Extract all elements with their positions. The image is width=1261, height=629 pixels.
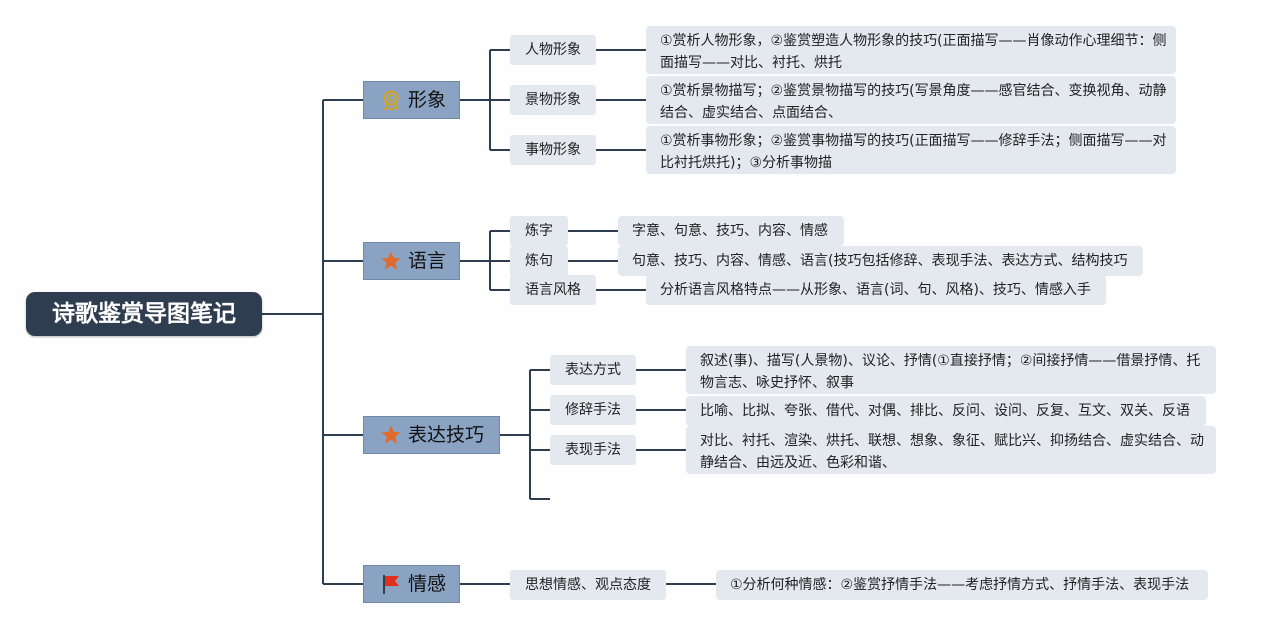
leaf-object-image-detail: ①赏析事物形象；②鉴赏事物描写的技巧(正面描写——修辞手法；侧面描写——对比衬托…	[646, 126, 1176, 174]
subnode-figure-image[interactable]: 人物形象	[510, 35, 596, 65]
star-icon	[380, 250, 402, 272]
root-node[interactable]: 诗歌鉴赏导图笔记	[26, 292, 262, 336]
subnode-rhetoric[interactable]: 修辞手法	[550, 395, 636, 425]
branch-label: 形象	[408, 89, 447, 111]
leaf-rhetoric-detail: 比喻、比拟、夸张、借代、对偶、排比、反问、设问、反复、互文、双关、反语	[686, 396, 1206, 426]
leaf-scenery-image-detail: ①赏析景物描写；②鉴赏景物描写的技巧(写景角度——感官结合、变换视角、动静结合、…	[646, 76, 1176, 124]
leaf-word-refining-detail: 字意、句意、技巧、内容、情感	[618, 216, 844, 246]
branch-label: 表达技巧	[408, 424, 485, 446]
subnode-scenery-image[interactable]: 景物形象	[510, 85, 596, 115]
subnode-word-refining[interactable]: 炼字	[510, 216, 568, 246]
branch-label: 语言	[408, 250, 447, 272]
leaf-sentence-refining-detail: 句意、技巧、内容、情感、语言(技巧包括修辞、表现手法、表达方式、结构技巧	[618, 246, 1143, 276]
leaf-figure-image-detail: ①赏析人物形象，②鉴赏塑造人物形象的技巧(正面描写——肖像动作心理细节：侧面描写…	[646, 26, 1176, 74]
branch-label: 情感	[408, 573, 447, 595]
branch-expression-techniques[interactable]: 表达技巧	[363, 416, 500, 454]
star-icon	[380, 424, 402, 446]
branch-image[interactable]: 形象	[363, 81, 460, 119]
flag-icon	[380, 573, 402, 595]
subnode-expression-mode[interactable]: 表达方式	[550, 355, 636, 385]
subnode-object-image[interactable]: 事物形象	[510, 135, 596, 165]
branch-language[interactable]: 语言	[363, 242, 460, 280]
leaf-thought-emotion-detail: ①分析何种情感：②鉴赏抒情手法——考虑抒情方式、抒情手法、表现手法	[716, 570, 1208, 600]
subnode-sentence-refining[interactable]: 炼句	[510, 246, 568, 276]
leaf-language-style-detail: 分析语言风格特点——从形象、语言(词、句、风格)、技巧、情感入手	[646, 275, 1106, 305]
leaf-presentation-technique-detail: 对比、衬托、渲染、烘托、联想、想象、象征、赋比兴、抑扬结合、虚实结合、动静结合、…	[686, 426, 1216, 474]
subnode-presentation-technique[interactable]: 表现手法	[550, 435, 636, 465]
award-medal-icon	[380, 89, 402, 111]
branch-emotion[interactable]: 情感	[363, 565, 460, 603]
subnode-language-style[interactable]: 语言风格	[510, 275, 596, 305]
subnode-thought-emotion[interactable]: 思想情感、观点态度	[510, 570, 666, 600]
leaf-expression-mode-detail: 叙述(事)、描写(人景物)、议论、抒情(①直接抒情；②间接抒情——借景抒情、托物…	[686, 346, 1216, 394]
